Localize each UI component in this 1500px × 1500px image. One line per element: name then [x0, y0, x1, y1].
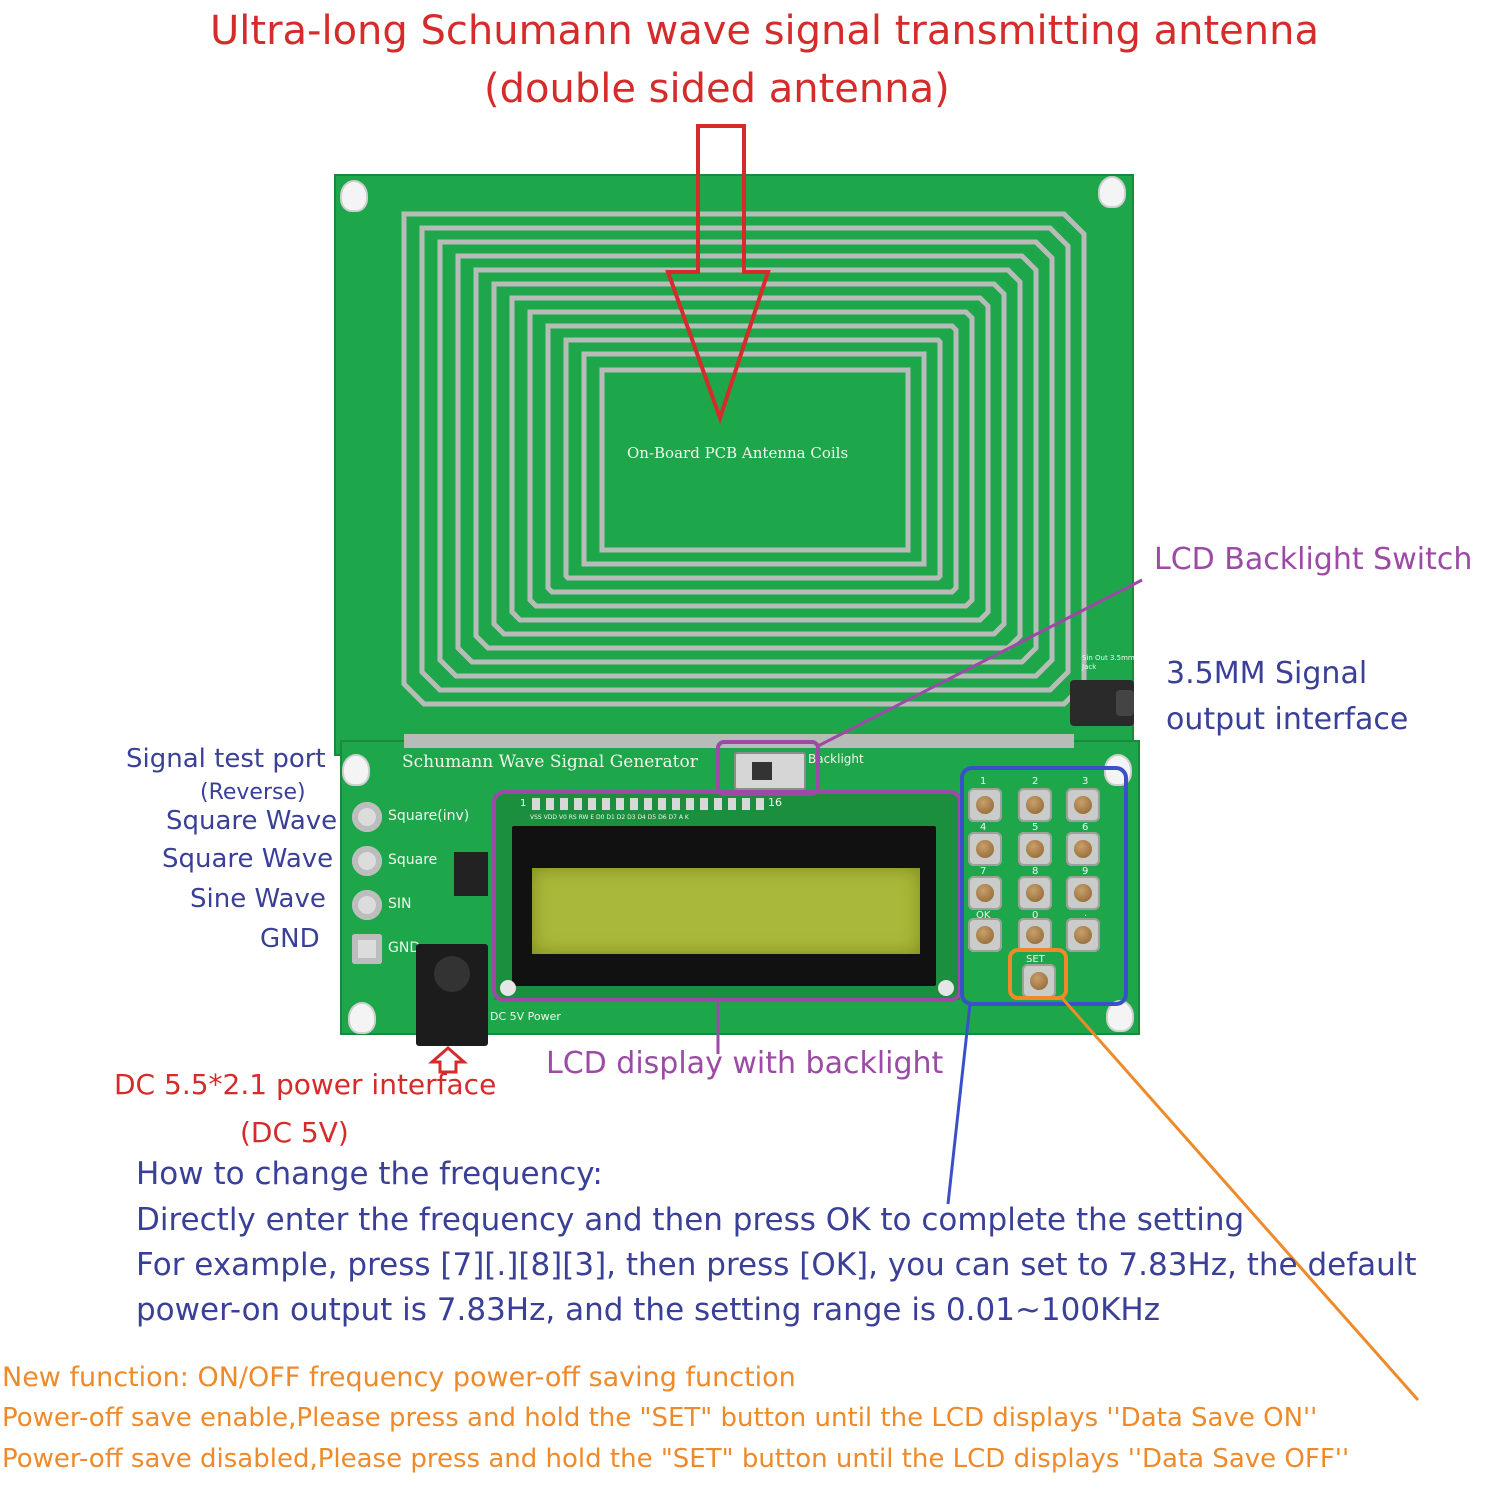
key-1[interactable]	[968, 788, 1002, 822]
header-title-line2: (double sided antenna)	[484, 66, 950, 112]
key-5[interactable]	[1018, 832, 1052, 866]
instructions-line1: Directly enter the frequency and then pr…	[136, 1202, 1245, 1238]
backlight-switch[interactable]	[734, 752, 806, 790]
key-label-5: 5	[1032, 822, 1039, 833]
annotation-power-interface-line2: (DC 5V)	[240, 1116, 349, 1149]
annotation-signal-test-port: Signal test port	[126, 744, 326, 774]
key-2[interactable]	[1018, 788, 1052, 822]
mount-hole	[1100, 178, 1124, 206]
annotation-gnd: GND	[260, 924, 320, 954]
new-function-line3: Power-off save disabled,Please press and…	[2, 1444, 1350, 1474]
new-function-line1: New function: ON/OFF frequency power-off…	[2, 1362, 796, 1393]
jack-opening	[1116, 690, 1134, 716]
key-label-9: 9	[1082, 866, 1089, 877]
port-label-sin: SIN	[388, 896, 412, 912]
lcd-pin-first: 1	[520, 798, 527, 809]
annotation-square-wave-inv: Square Wave	[166, 806, 338, 836]
annotation-reverse: (Reverse)	[200, 780, 306, 805]
audio-jack[interactable]	[1070, 680, 1134, 726]
port-gnd[interactable]	[352, 934, 382, 964]
annotation-signal-output-line1: 3.5MM Signal	[1166, 656, 1368, 691]
key-label-4: 4	[980, 822, 987, 833]
port-label-gnd: GND	[388, 940, 421, 956]
key-0[interactable]	[1018, 918, 1052, 952]
switch-knob	[752, 762, 772, 780]
mount-hole	[350, 1004, 374, 1032]
board-title: Schumann Wave Signal Generator	[402, 752, 698, 772]
backlight-switch-highlight	[716, 740, 820, 796]
antenna-label: On-Board PCB Antenna Coils	[627, 444, 849, 462]
lcd-screen	[532, 868, 920, 954]
lcd-mount-hole	[500, 980, 516, 996]
key-label-7: 7	[980, 866, 987, 877]
ic-chip	[454, 852, 488, 896]
key-6[interactable]	[1066, 832, 1100, 866]
port-label-square: Square	[388, 852, 438, 868]
instructions-heading: How to change the frequency:	[136, 1156, 603, 1192]
new-function-line2: Power-off save enable,Please press and h…	[2, 1403, 1318, 1433]
key-set[interactable]	[1022, 964, 1056, 998]
port-square-inv[interactable]	[352, 802, 382, 832]
key-label-set: SET	[1026, 954, 1045, 965]
lcd-highlight	[492, 790, 962, 1002]
mount-hole	[344, 756, 368, 784]
mount-hole	[1108, 1002, 1132, 1030]
annotation-lcd-display: LCD display with backlight	[546, 1046, 944, 1081]
power-arrow	[428, 1046, 468, 1074]
key-3[interactable]	[1066, 788, 1100, 822]
port-square[interactable]	[352, 846, 382, 876]
jack-silk: Sin Out 3.5mm Jack	[1082, 654, 1135, 671]
mount-hole	[342, 182, 366, 210]
backlight-silk: Backlight	[808, 752, 864, 766]
annotation-lcd-backlight-switch: LCD Backlight Switch	[1154, 542, 1473, 577]
annotation-signal-output-line2: output interface	[1166, 702, 1409, 737]
port-sin[interactable]	[352, 890, 382, 920]
instructions-line2: For example, press [7][.][8][3], then pr…	[136, 1247, 1417, 1283]
keypad-highlight	[960, 766, 1128, 1006]
set-key-highlight	[1008, 948, 1068, 1000]
lcd-pin-header	[532, 798, 764, 810]
port-label-square-inv: Square(inv)	[388, 808, 470, 824]
annotation-sine-wave: Sine Wave	[190, 884, 326, 914]
key-label-8: 8	[1032, 866, 1039, 877]
dc-jack-opening	[434, 956, 470, 992]
keypad-leader	[946, 1003, 972, 1205]
backlight-leader	[817, 578, 1143, 748]
key-7[interactable]	[968, 876, 1002, 910]
instructions-line3: power-on output is 7.83Hz, and the setti…	[136, 1292, 1161, 1328]
key-label-3: 3	[1082, 776, 1089, 787]
annotation-square-wave: Square Wave	[162, 844, 334, 874]
key-dot[interactable]	[1066, 918, 1100, 952]
key-label-dot: .	[1084, 908, 1088, 919]
dc-power-jack[interactable]	[416, 944, 488, 1046]
key-4[interactable]	[968, 832, 1002, 866]
set-leader	[1060, 997, 1420, 1401]
power-silk: DC 5V Power	[490, 1010, 561, 1023]
header-title-line1: Ultra-long Schumann wave signal transmit…	[210, 8, 1319, 54]
antenna-arrow	[665, 124, 771, 425]
key-label-1: 1	[980, 776, 987, 787]
key-8[interactable]	[1018, 876, 1052, 910]
lcd-pin-names: VSS VDD V0 RS RW E D0 D1 D2 D3 D4 D5 D6 …	[530, 814, 689, 821]
lcd-mount-hole	[938, 980, 954, 996]
key-9[interactable]	[1066, 876, 1100, 910]
key-label-2: 2	[1032, 776, 1039, 787]
key-label-6: 6	[1082, 822, 1089, 833]
key-label-0: 0	[1032, 910, 1039, 921]
key-ok[interactable]	[968, 918, 1002, 952]
key-label-ok: OK	[976, 910, 991, 921]
lcd-pin-last: 16	[768, 796, 782, 809]
annotation-power-interface-line1: DC 5.5*2.1 power interface	[114, 1068, 497, 1101]
